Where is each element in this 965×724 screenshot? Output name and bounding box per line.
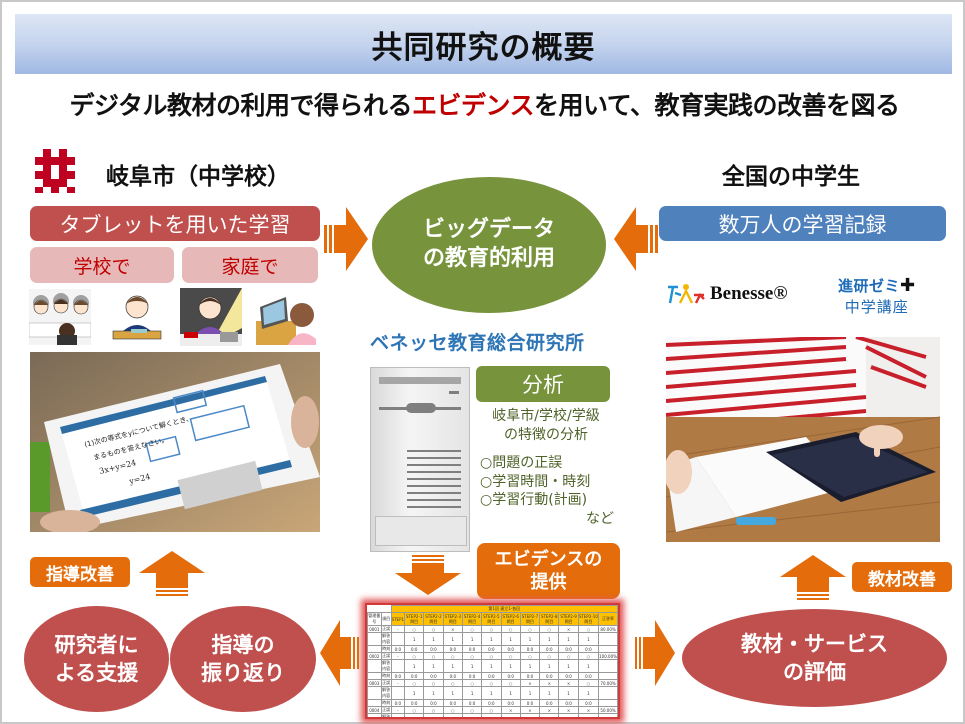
evaluation-line1: 教材・サービス <box>741 631 888 656</box>
table-column-header: STEP2-2問目 <box>423 612 444 626</box>
gifu-city-emblem-icon <box>35 149 75 193</box>
tablet-learning-label: タブレットを用いた学習 <box>30 206 320 241</box>
guidance-improvement-label: 指導改善 <box>30 557 130 587</box>
benesse-wordmark: Benesse® <box>710 283 788 304</box>
benesse-institute-title: ベネッセ教育総合研究所 <box>370 332 585 354</box>
analysis-description: 岐阜市/学校/学級 の特徴の分析 <box>476 407 616 445</box>
table-column-header: STEP2-10問目 <box>577 612 600 626</box>
table-column-header: STEP2-7問目 <box>519 612 541 626</box>
bigdata-line1: ビッグデータ <box>422 217 555 243</box>
tablet-math-exercise-photo: (1)次の等式をyについて解くとき、 まるものを答えなさい。 3x+y=24 y… <box>30 352 320 532</box>
evaluation-line2: の評価 <box>783 660 846 684</box>
bigdata-ellipse: ビッグデータ の教育的利用 <box>372 177 606 313</box>
title-band: 共同研究の概要 <box>15 14 952 74</box>
student-using-tablet-illustration <box>256 291 318 345</box>
table-column-header: STEP2-4問目 <box>461 612 483 626</box>
material-improvement-label: 教材改善 <box>852 562 952 592</box>
reflection-line2: 振り返り <box>201 661 285 685</box>
arrow-right-icon <box>635 620 675 686</box>
table-column-header: STEP2-6問目 <box>500 612 521 626</box>
gifu-city-title: 岐阜市（中学校） <box>106 164 290 190</box>
arrow-up-icon <box>139 551 205 596</box>
analysis-desc-line1: 岐阜市/学校/学級 <box>492 408 600 424</box>
arrow-up-icon <box>780 555 846 600</box>
reflection-line1: 指導の <box>211 632 275 657</box>
zemi-logo-line2: 中学講座 <box>844 298 909 316</box>
material-service-evaluation-ellipse: 教材・サービス の評価 <box>682 609 947 707</box>
evidence-provision-label: エビデンスの 提供 <box>477 543 620 599</box>
student-at-home-illustration <box>180 288 242 346</box>
analysis-item: ○問題の正誤 <box>480 455 563 471</box>
evidence-line1: エビデンスの <box>494 548 603 570</box>
plus-icon: ✚ <box>900 275 916 296</box>
arrow-down-icon <box>395 555 461 595</box>
zemi-logo-line1: 進研ゼミ <box>838 277 901 295</box>
student-tablet-desk-photo <box>666 337 940 542</box>
bigdata-line2: の教育的利用 <box>422 246 555 271</box>
table-column-header: STEP2-3問目 <box>442 612 463 626</box>
table-group-header: 第1回 連立1-各回 <box>390 605 618 613</box>
table-column-header: 項目 <box>380 612 392 626</box>
slide-title: 共同研究の概要 <box>371 29 596 66</box>
analysis-item: ○学習行動(計画) <box>480 492 588 509</box>
evidence-line2: 提供 <box>530 572 567 593</box>
guidance-reflection-ellipse: 指導の 振り返り <box>170 606 316 712</box>
analysis-items: ○問題の正誤 ○学習時間・時刻 ○学習行動(計画) など <box>480 454 614 528</box>
table-column-header: STEP2-8問目 <box>539 612 560 626</box>
server-icon <box>370 367 470 552</box>
table-column-header: 管理番号 <box>367 612 382 626</box>
analysis-desc-line2: の特徴の分析 <box>504 426 588 443</box>
classroom-students-illustration <box>29 289 91 345</box>
benesse-logo: Benesse® <box>666 281 788 307</box>
benesse-figures-icon <box>668 284 705 304</box>
table-column-header: STEP2-5問目 <box>481 612 502 626</box>
researcher-line2: よる支援 <box>54 661 139 685</box>
table-column-header: 正答率 <box>598 612 618 626</box>
at-home-label: 家庭で <box>182 247 318 283</box>
national-students-title: 全国の中学生 <box>722 164 860 190</box>
analysis-item: ○学習時間・時刻 <box>480 473 591 490</box>
table-column-header: STEP1 <box>390 612 406 626</box>
arrow-left-icon <box>614 207 658 271</box>
analysis-label: 分析 <box>476 366 610 402</box>
arrow-left-icon <box>320 620 359 686</box>
researcher-line1: 研究者に <box>54 632 139 657</box>
table-column-header: STEP2-9問目 <box>558 612 579 626</box>
zemi-logo: 進研ゼミ✚ 中学講座 <box>838 275 916 317</box>
analysis-etc: など <box>586 510 614 527</box>
student-at-desk-illustration <box>107 289 167 345</box>
researcher-support-ellipse: 研究者に よる支援 <box>24 606 169 712</box>
arrow-right-icon <box>324 207 368 271</box>
subtitle-before: デジタル教材の利用で得られる <box>69 91 412 120</box>
table-column-header: STEP2-1問目 <box>404 612 425 626</box>
at-school-label: 学校で <box>30 247 174 283</box>
subtitle-accent: エビデンス <box>411 91 535 120</box>
learning-records-label: 数万人の学習記録 <box>659 206 946 241</box>
subtitle: デジタル教材の利用で得られるエビデンスを用いて、教育実践の改善を図る <box>2 86 965 122</box>
subtitle-after: を用いて、教育実践の改善を図る <box>534 91 900 120</box>
